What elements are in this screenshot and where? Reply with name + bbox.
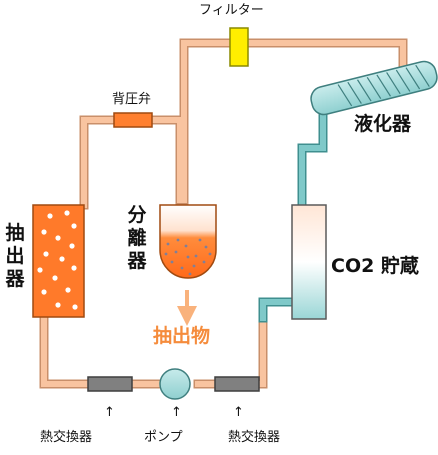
heat-exchanger-right-icon: [214, 376, 260, 392]
extractor-label: 抽出器: [5, 222, 25, 290]
heat-exchanger-right-arrow: ↑: [233, 405, 244, 420]
condenser-icon: [310, 60, 438, 116]
heat-exchanger-left-label: 熱交換器: [40, 430, 93, 445]
extractor-bubbles: [37, 210, 78, 310]
heat-exchanger-left-icon: [87, 376, 133, 392]
extractor-vessel: [32, 204, 85, 318]
separator-particles: [164, 238, 212, 276]
extract-label: 抽出物: [153, 325, 211, 347]
back-pressure-valve-icon: [113, 112, 153, 128]
filter-label: フィルター: [199, 3, 264, 18]
heat-exchanger-right-label: 熱交換器: [228, 430, 281, 445]
back-pressure-valve-label: 背圧弁: [112, 92, 152, 107]
co2-storage-tank: [291, 204, 327, 320]
condenser-fins: [337, 64, 430, 107]
pump-label: ポンプ: [144, 430, 183, 445]
separator-vessel: [159, 204, 217, 279]
condenser-label: 液化器: [354, 113, 412, 135]
pump-arrow: ↑: [171, 405, 182, 420]
separator-label: 分離器: [127, 204, 147, 272]
co2-storage-label: CO2 貯蔵: [331, 255, 419, 277]
filter-icon: [229, 27, 249, 67]
heat-exchanger-left-arrow: ↑: [104, 405, 115, 420]
pump-icon: [159, 368, 191, 400]
cold-pipes: [258, 100, 328, 323]
